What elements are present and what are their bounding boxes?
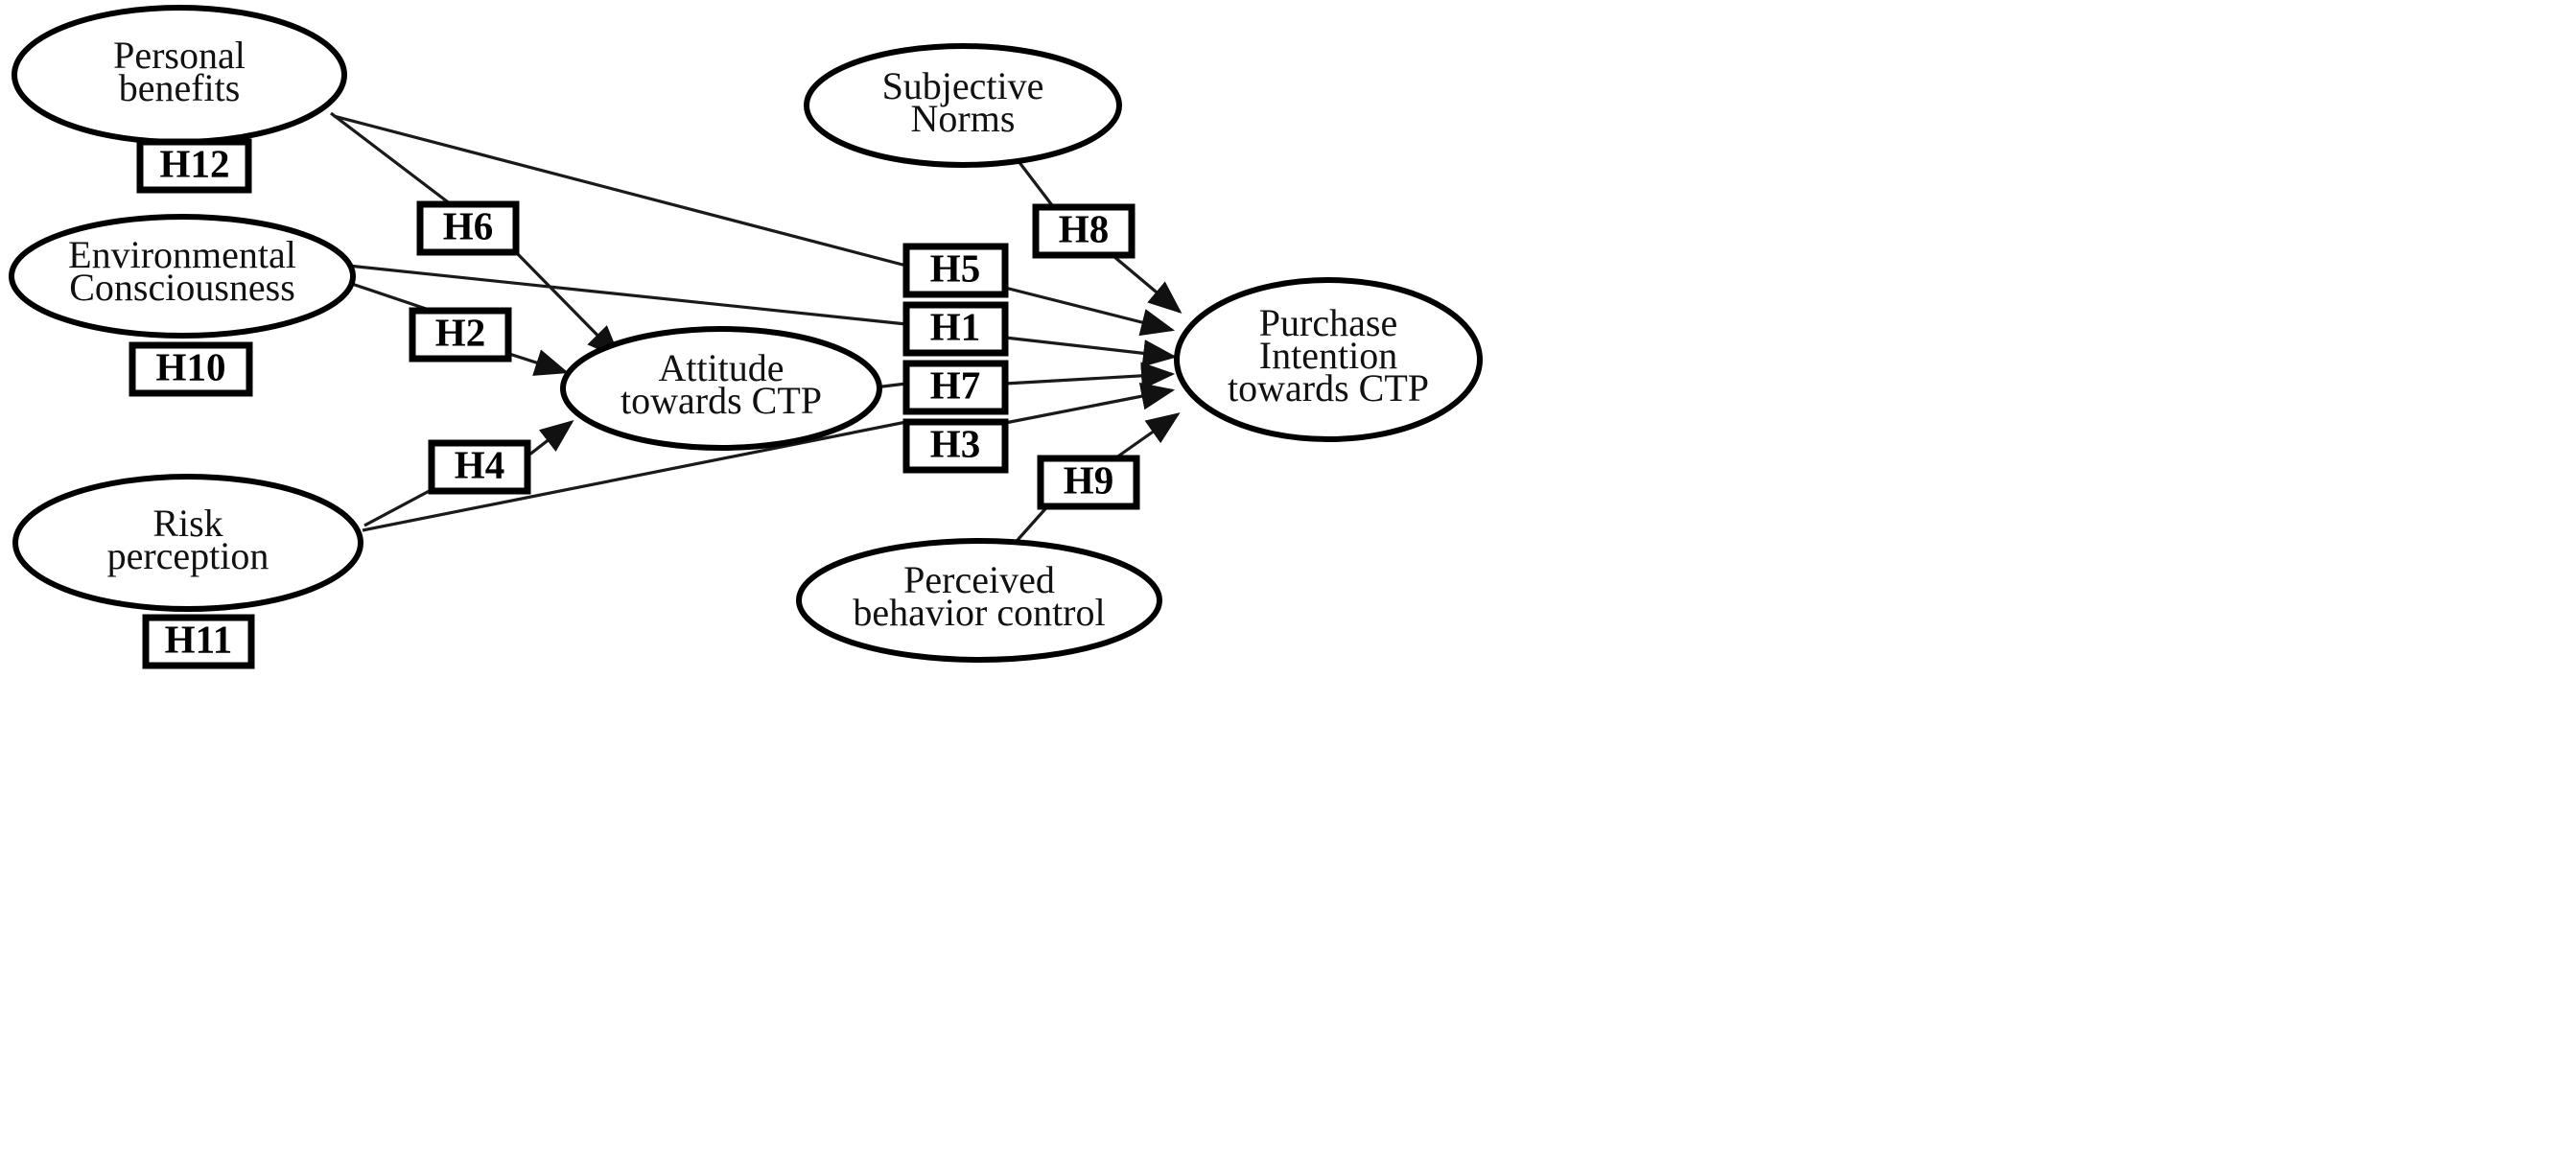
hypothesis-box-h5[interactable]: H5 [902, 243, 1009, 298]
hypothesis-box-h10[interactable]: H10 [129, 341, 253, 397]
hypothesis-box-h10-label: H10 [156, 344, 226, 388]
hypothesis-box-h6[interactable]: H6 [416, 200, 520, 256]
node-perceived-behavior-control-shape [796, 538, 1162, 663]
hypothesis-box-h7-label: H7 [930, 363, 980, 407]
hypothesis-box-h10-shape [129, 341, 253, 397]
link-h3-to-purchase-intention [1004, 383, 1176, 425]
hypothesis-box-h6-shape [416, 200, 520, 256]
node-purchase-intention-towards-ctp[interactable]: Purchase Intention towards CTP [1174, 277, 1483, 442]
link-personal-benefits-to-h5 [333, 114, 907, 268]
hypothesis-box-h12-shape [136, 138, 252, 194]
hypothesis-box-h3[interactable]: H3 [902, 418, 1009, 474]
hypothesis-box-h9-label: H9 [1064, 457, 1113, 502]
hypothesis-box-h9-shape [1037, 455, 1140, 510]
link-h1-to-purchase-intention [1004, 336, 1178, 367]
hypothesis-box-h1-shape [902, 301, 1009, 357]
node-subjective-norms[interactable]: Subjective Norms [804, 43, 1122, 168]
node-attitude-towards-ctp-line2: towards CTP [621, 379, 822, 422]
link-h8-to-purchase-intention [1106, 249, 1183, 315]
hypothesis-box-h1-label: H1 [930, 304, 980, 348]
node-purchase-intention-line3: towards CTP [1228, 366, 1429, 410]
node-subjective-norms-shape [804, 43, 1122, 168]
hypothesis-box-h2-shape [409, 307, 512, 363]
hypothesis-box-h8-shape [1032, 203, 1136, 259]
hypothesis-box-h7-shape [902, 360, 1009, 415]
link-h4-to-attitude [524, 420, 574, 460]
node-risk-perception[interactable]: Risk perception [12, 474, 363, 612]
node-risk-perception-line1: Risk [152, 502, 222, 545]
hypothesis-box-h5-label: H5 [930, 246, 980, 290]
node-personal-benefits-line1: Personal [113, 34, 246, 77]
link-risk-perception-to-h4 [363, 485, 437, 527]
hypothesis-box-h6-label: H6 [443, 203, 493, 247]
hypothesis-box-h7[interactable]: H7 [902, 360, 1009, 415]
node-personal-benefits[interactable]: Personal benefits [12, 5, 347, 145]
node-attitude-towards-ctp[interactable]: Attitude towards CTP [560, 326, 882, 451]
node-purchase-intention-line2: Intention [1259, 334, 1397, 377]
hypothesis-box-h3-label: H3 [930, 421, 980, 465]
hypothesis-box-h9[interactable]: H9 [1037, 455, 1140, 510]
hypothesis-box-h11-label: H11 [165, 617, 233, 661]
node-environmental-consciousness-shape [9, 214, 356, 339]
hypothesis-box-h8-label: H8 [1059, 206, 1109, 250]
hypothesis-box-h3-shape [902, 418, 1009, 474]
node-environmental-consciousness[interactable]: Environmental Consciousness [9, 214, 356, 339]
node-personal-benefits-line2: benefits [119, 66, 241, 109]
node-perceived-behavior-control[interactable]: Perceived behavior control [796, 538, 1162, 663]
node-purchase-intention-towards-ctp-shape [1174, 277, 1483, 442]
hypothesis-box-h11-shape [142, 614, 255, 669]
node-environmental-consciousness-line2: Consciousness [69, 266, 295, 309]
hypothesis-box-h12[interactable]: H12 [136, 138, 252, 194]
hypothesis-box-h12-label: H12 [160, 141, 230, 185]
link-h2-to-attitude [505, 349, 570, 376]
link-environmental-to-h1 [347, 264, 907, 326]
link-h7-to-purchase-intention [1004, 362, 1176, 390]
hypothesis-box-h2[interactable]: H2 [409, 307, 512, 363]
node-environmental-consciousness-line1: Environmental [68, 233, 296, 276]
hypothesis-box-h2-label: H2 [435, 310, 485, 354]
hypothesis-box-h5-shape [902, 243, 1009, 298]
link-personal-benefits-to-h6 [330, 111, 452, 206]
node-subjective-norms-line1: Subjective [882, 64, 1044, 107]
node-attitude-towards-ctp-line1: Attitude [658, 346, 784, 389]
hypothesis-box-h1[interactable]: H1 [902, 301, 1009, 357]
node-perceived-behavior-control-line2: behavior control [853, 591, 1105, 634]
link-risk-perception-to-h3 [362, 420, 907, 532]
hypothesis-box-h11[interactable]: H11 [142, 614, 255, 669]
hypothesis-box-h4-shape [428, 439, 531, 495]
hypothesis-box-h4[interactable]: H4 [428, 439, 531, 495]
hypothesis-box-h4-label: H4 [455, 442, 504, 486]
node-perceived-behavior-control-line1: Perceived [903, 558, 1055, 601]
node-subjective-norms-line2: Norms [911, 97, 1016, 140]
node-purchase-intention-line1: Purchase [1259, 301, 1397, 344]
link-h9-to-purchase-intention [1109, 412, 1181, 464]
link-h6-to-attitude [513, 249, 621, 360]
node-risk-perception-line2: perception [107, 534, 269, 577]
link-h5-to-purchase-intention [1004, 286, 1176, 337]
node-risk-perception-shape [12, 474, 363, 612]
hypothesis-box-h8[interactable]: H8 [1032, 203, 1136, 259]
node-attitude-towards-ctp-shape [560, 326, 882, 451]
